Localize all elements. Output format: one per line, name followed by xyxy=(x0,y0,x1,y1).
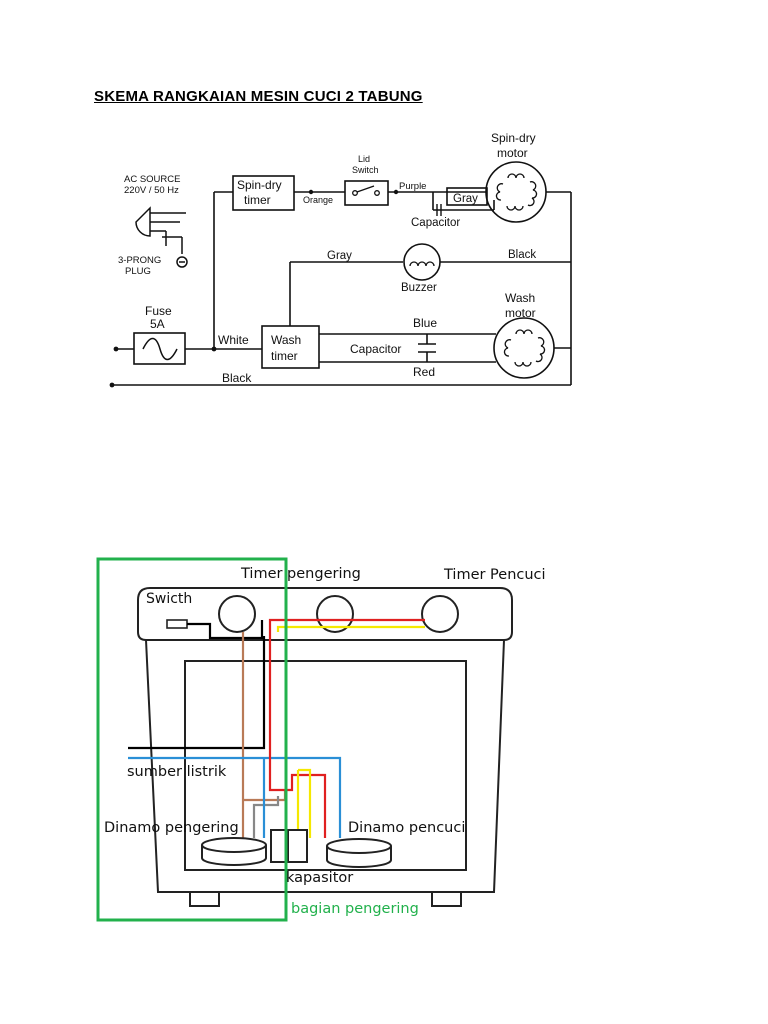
wire-blue-label: Blue xyxy=(413,316,437,330)
spin-motor-coil-icon xyxy=(495,173,538,211)
fuse-sine-icon xyxy=(142,337,178,361)
machine-top-panel xyxy=(137,587,513,641)
spin-motor-label-1: Spin-dry xyxy=(491,131,536,145)
spin-timer-illustration-label: Timer pengering xyxy=(240,566,361,582)
wash-motor-label-1: Wash xyxy=(505,291,535,305)
spin-section-highlight xyxy=(96,557,288,922)
wash-timer-knob xyxy=(421,595,459,633)
wash-timer-box xyxy=(261,325,320,369)
ac-source-label-2: 220V / 50 Hz xyxy=(124,185,179,196)
wash-motor-label-2: motor xyxy=(505,306,536,320)
capacitor-block-right xyxy=(287,829,308,863)
plug-label-1: 3-PRONG xyxy=(118,255,161,266)
wash-capacitor-icon xyxy=(418,343,436,353)
wire-white-label: White xyxy=(218,333,249,347)
spin-timer-box xyxy=(232,175,295,211)
spin-timer-label-2: timer xyxy=(244,193,271,207)
wash-timer-label-2: timer xyxy=(271,349,298,363)
wash-motor-illustration-label: Dinamo pencuci xyxy=(348,820,465,836)
wire-purple-label: Purple xyxy=(399,181,426,192)
ac-source-label-1: AC SOURCE xyxy=(124,174,180,185)
spin-section-label: bagian pengering xyxy=(291,901,419,917)
machine-foot-left xyxy=(189,891,220,907)
spin-timer-label-1: Spin-dry xyxy=(237,178,282,192)
capacitor-block-left xyxy=(270,829,287,863)
lid-switch-icon xyxy=(166,619,188,629)
wire-gray-buzzer-label: Gray xyxy=(327,250,352,262)
spin-motor-label-2: motor xyxy=(497,146,528,160)
spin-timer-knob xyxy=(218,595,256,633)
fuse-label-2: 5A xyxy=(150,317,165,331)
spin-capacitor-icon xyxy=(436,204,442,216)
switch-label: Swicth xyxy=(146,591,192,607)
power-source-label: sumber listrik xyxy=(127,764,227,780)
wash-motor-coil-icon xyxy=(503,329,546,367)
lid-switch-label-1: Lid xyxy=(358,154,370,164)
buzzer-coil-icon xyxy=(409,261,435,267)
lid-switch-box xyxy=(344,180,389,206)
machine-foot-right xyxy=(431,891,462,907)
spin-motor-illustration-label: Dinamo pengering xyxy=(104,820,239,836)
machine-inner-panel xyxy=(184,660,467,871)
wire-black-buzzer-label: Black xyxy=(508,249,536,261)
capacitor-illustration-label: kapasitor xyxy=(286,870,353,886)
plug-label-2: PLUG xyxy=(125,266,151,277)
middle-knob xyxy=(316,595,354,633)
wire-orange-label: Orange xyxy=(303,195,333,205)
wire-gray-spin-label: Gray xyxy=(453,193,478,205)
wash-capacitor-label: Capacitor xyxy=(350,342,401,356)
plug-icon xyxy=(135,206,188,268)
wire-red-label: Red xyxy=(413,365,435,379)
page-title: SKEMA RANGKAIAN MESIN CUCI 2 TABUNG xyxy=(94,88,423,105)
wire-black-bottom-label: Black xyxy=(222,371,252,385)
lid-switch-symbol xyxy=(352,185,380,196)
spin-capacitor-label: Capacitor xyxy=(411,217,460,229)
buzzer-label: Buzzer xyxy=(401,282,437,294)
lid-switch-label-2: Switch xyxy=(352,165,379,175)
fuse-label-1: Fuse xyxy=(145,304,172,318)
machine-body xyxy=(144,639,506,893)
wash-timer-illustration-label: Timer Pencuci xyxy=(443,567,546,583)
wash-timer-label-1: Wash xyxy=(271,333,301,347)
